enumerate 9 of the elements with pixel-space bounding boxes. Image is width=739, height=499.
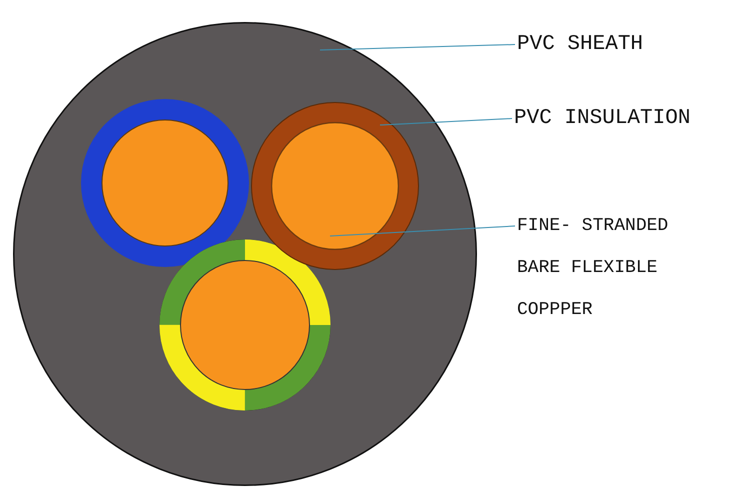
leader-line: [380, 118, 512, 126]
cable-sheath: [13, 22, 477, 486]
part-label: PVC INSULATION: [514, 107, 690, 130]
leader-line: [320, 44, 516, 50]
copper-core: [271, 122, 399, 250]
part-label: PVC SHEATH: [517, 33, 644, 56]
leader-line: [330, 226, 516, 236]
insulation-ring: [251, 102, 419, 270]
part-label: FINE- STRANDED BARE FLEXIBLE COPPPER: [517, 205, 692, 331]
